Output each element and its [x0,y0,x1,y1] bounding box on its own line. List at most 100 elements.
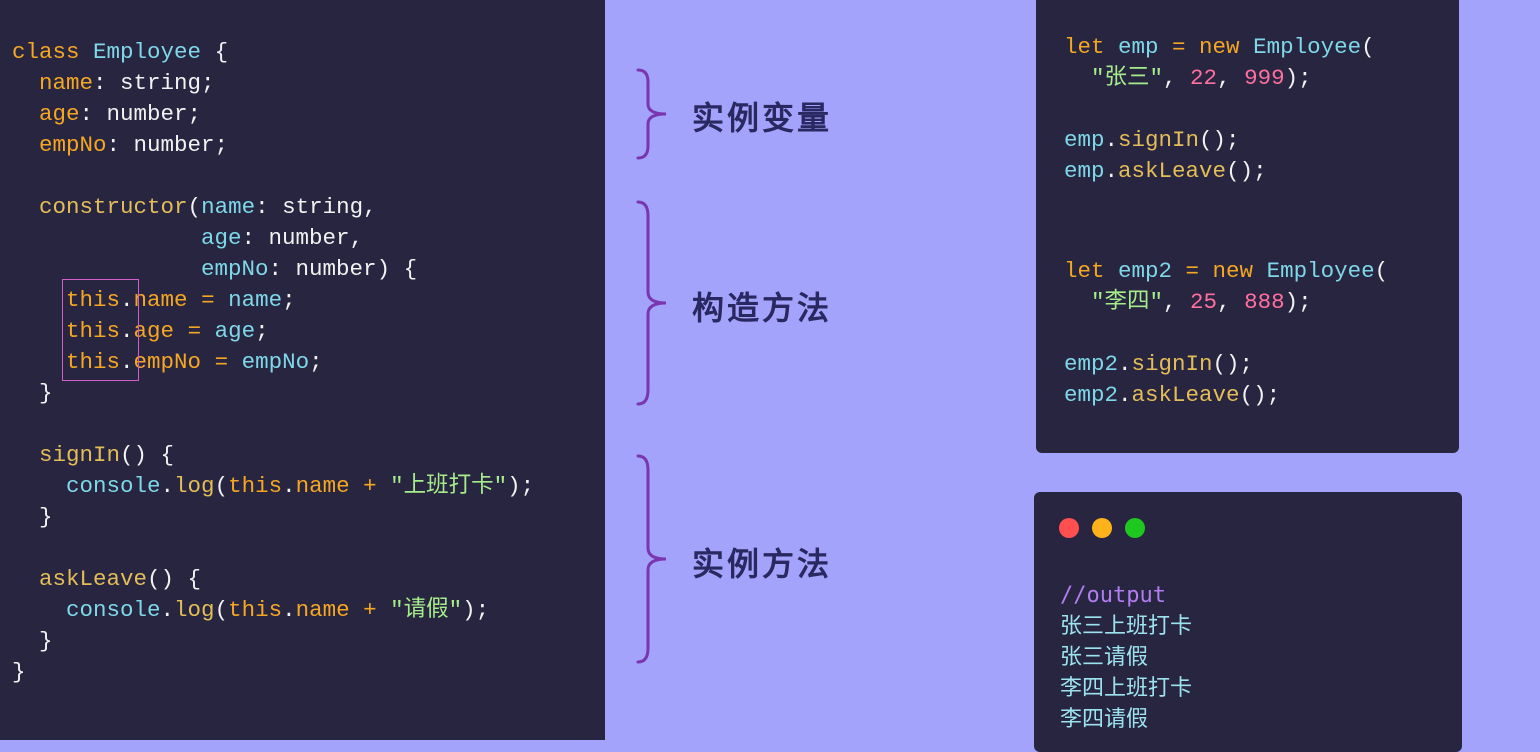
class-name: Employee [1239,34,1362,60]
this-highlight-box [62,279,139,381]
variable: emp2 [1104,258,1173,284]
label-constructor: 构造方法 [692,289,833,327]
punctuation: ( [1374,258,1389,284]
output-line: 张三请假 [1060,645,1149,670]
code-line: age: number, [12,223,534,254]
code-line: emp.signIn(); [1064,125,1375,156]
punctuation: , [1163,289,1191,315]
number-literal: 22 [1190,65,1218,91]
property: name [295,473,350,499]
output-line: 李四请假 [1060,707,1149,732]
code-line: emp2.signIn(); [1064,349,1388,380]
punctuation: . [282,473,296,499]
punctuation: (); [1239,382,1281,408]
this-keyword: this [66,318,121,344]
brace-instance-vars [636,68,667,160]
keyword: let [1064,34,1105,60]
punctuation: } [39,628,53,654]
brace-instance-methods [636,454,667,664]
punctuation: () { [147,566,202,592]
operator: = [187,287,229,313]
function-name: constructor [39,194,188,220]
property: age [39,101,80,127]
operator: = [174,318,215,344]
this-keyword: this [66,287,121,313]
property: name [133,287,188,313]
class-name: Employee [93,39,202,65]
punctuation: ); [462,597,490,623]
code-line: signIn() { [12,440,534,471]
code-line: } [12,502,534,533]
number-literal: 25 [1190,289,1218,315]
code-line: name: string; [12,68,534,99]
punctuation: . [120,287,134,313]
function-name: log [174,473,215,499]
property: name [39,70,94,96]
punctuation: . [1104,158,1119,184]
punctuation: ; [309,349,323,375]
number-literal: 888 [1244,289,1285,315]
function-name: signIn [39,442,121,468]
punctuation: } [39,504,53,530]
function-name: log [174,597,215,623]
code-line: constructor(name: string, [12,192,534,223]
operator: + [349,597,391,623]
punctuation: . [120,318,134,344]
number-literal: 999 [1244,65,1285,91]
keyword: new [1199,34,1240,60]
code-line: console.log(this.name + "请假"); [12,595,534,626]
punctuation: . [120,349,134,375]
punctuation: ( [1361,34,1375,60]
output-line: 李四上班打卡 [1060,676,1193,701]
code-line: } [12,378,534,409]
operator: = [1158,34,1200,60]
parameter: name [228,287,283,313]
code-line: emp.askLeave(); [1064,156,1375,187]
type-annotation: : number) { [268,256,418,282]
punctuation: ); [1284,289,1312,315]
keyword: class [12,39,80,65]
label-instance-methods: 实例方法 [692,545,833,583]
code-line-blank [1064,94,1375,125]
class-code-block: class Employee { name: string; age: numb… [12,37,534,688]
code-panel-class [0,0,605,740]
type-annotation: : number; [106,132,229,158]
variable: emp [1064,158,1105,184]
type-annotation: : string; [93,70,215,96]
function-name: signIn [1131,351,1213,377]
function-name: signIn [1118,127,1200,153]
variable: emp [1104,34,1159,60]
punctuation: } [12,659,26,685]
code-line: let emp = new Employee( [1064,32,1375,63]
output-text: //output 张三上班打卡 张三请假 李四上班打卡 李四请假 [1060,580,1192,735]
string-literal: "李四" [1091,289,1164,315]
punctuation: ); [507,473,535,499]
maximize-dot-icon [1125,518,1145,538]
punctuation: . [1104,127,1119,153]
code-line: "李四", 25, 888); [1064,287,1388,318]
this-keyword: this [228,473,283,499]
code-line: this.name = name; [12,285,534,316]
operator: = [1172,258,1213,284]
punctuation: . [282,597,296,623]
code-panel-usage [1036,0,1459,453]
punctuation: () { [120,442,175,468]
string-literal: "张三" [1091,65,1164,91]
code-line: askLeave() { [12,564,534,595]
variable: emp2 [1064,382,1119,408]
variable: emp2 [1064,351,1119,377]
property: name [295,597,350,623]
code-line-blank [12,409,534,440]
type-annotation: : string, [255,194,377,220]
code-line: } [12,657,534,688]
usage-code-block-1: let emp = new Employee( "张三", 22, 999);e… [1064,32,1375,187]
type-annotation: : number; [79,101,202,127]
parameter: empNo [241,349,310,375]
code-line-blank [1064,318,1388,349]
function-name: askLeave [1118,158,1227,184]
punctuation: ); [1284,65,1312,91]
code-line: empNo: number; [12,130,534,161]
parameter: empNo [201,256,269,282]
property: empNo [39,132,107,158]
punctuation: ; [255,318,269,344]
